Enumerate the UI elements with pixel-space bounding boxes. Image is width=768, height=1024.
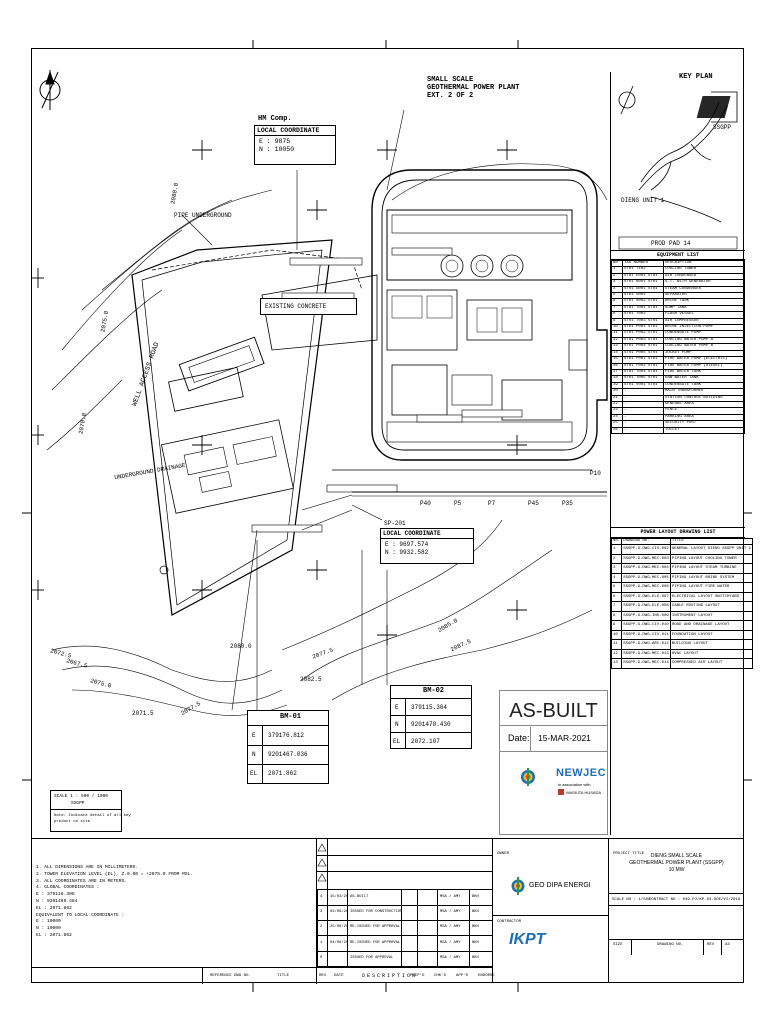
existing-concrete-label: EXISTING CONCRETE <box>260 298 357 315</box>
newjec-logo: NEWJEC <box>556 767 607 779</box>
note-line: 2. TOWER ELEVATION LEVEL (EL), Z.0.00 = … <box>36 871 194 877</box>
note-line: 3. ALL COORDINATES ARE IN METERS. <box>36 878 127 884</box>
note-line: EL : 2071.862 <box>36 932 72 938</box>
note-line: 4. GLOBAL COORDINATES : <box>36 885 100 891</box>
scale-note: SCALE 1 : 500 / 1000 SSGPP Note: Indicat… <box>50 790 131 832</box>
note-line: E : 10000 <box>36 919 61 925</box>
geodipa-logo-icon <box>511 875 525 897</box>
plant-label: SMALL SCALE GEOTHERMAL POWER PLANT EXT. … <box>427 76 520 100</box>
note-line: EQUIVALENT TO LOCAL COORDINATE : <box>36 912 125 918</box>
equipment-row: 21-STATION CONTROL BUILDING <box>611 394 745 402</box>
geodipa-logo-icon <box>520 765 536 789</box>
pipe-underground-label: PIPE UNDERGROUND <box>174 212 232 219</box>
note-line: EL : 2071.862 <box>36 905 72 911</box>
north-arrow-icon <box>39 70 61 110</box>
bm02-box: BM-02 E 379115.304 N 9201470.430 EL 2072… <box>390 685 472 749</box>
hm-label: HM Comp. <box>258 115 292 123</box>
notes-column: 1. ALL DIMENSIONS ARE IN MILLIMETERS.2. … <box>32 839 316 959</box>
key-plan: KEY PLAN SSGPP DIENG UNIT 1 PROD PAD 14 <box>611 72 745 251</box>
partner-logo-icon <box>558 789 564 795</box>
drawing-list: POWER LAYOUT DRAWING LIST No.DRAWING No.… <box>610 527 754 669</box>
assoc-text: in association with <box>558 782 591 787</box>
reference-row: REFERENCE DWG NO. TITLE REV DATE DESCRIP… <box>32 967 495 984</box>
grid-label: P35 <box>562 500 573 507</box>
note-line: 1. ALL DIMENSIONS ARE IN MILLIMETERS. <box>36 865 138 870</box>
as-built-stamp: AS-BUILT Date: 15-MAR-2021 NEWJEC in ass… <box>499 690 608 835</box>
date-value: 15-MAR-2021 <box>538 733 591 743</box>
site-plan: SMALL SCALE GEOTHERMAL POWER PLANT EXT. … <box>32 50 610 835</box>
grid-label: P45 <box>528 500 539 507</box>
note-line: N : 10000 <box>36 926 61 932</box>
owner-name: GEO DIPA ENERGI <box>529 882 591 889</box>
grid-label: P10 <box>590 470 601 477</box>
owner-column: OWNER GEO DIPA ENERGI CONTRACTOR IKPT <box>492 839 609 983</box>
bm01-box: BM-01 E 379176.812 N 9201467.036 EL 2071… <box>247 710 329 784</box>
as-built-title: AS-BUILT <box>500 697 607 726</box>
contour-label: 2071.5 <box>132 710 154 717</box>
note-line: N : 9201469.484 <box>36 898 78 904</box>
revision-row: 225/06/2019RE-ISSUED FOR APPROVAL AND CO… <box>317 920 493 937</box>
title-block: 1. ALL DIMENSIONS ARE IN MILLIMETERS.2. … <box>32 838 744 984</box>
sp-label: SP-201 <box>384 520 406 527</box>
partner-name: WASKITA HUSADA <box>566 790 602 795</box>
contour-label: 2082.5 <box>300 676 322 683</box>
local-coordinate-box: LOCAL COORDINATE E : 9875 N : 10050 <box>254 125 336 165</box>
sp-coordinate-box: LOCAL COORDINATE E : 9697.574 N : 9932.5… <box>380 528 474 564</box>
grid-label: P7 <box>488 500 496 507</box>
contractor-logo: IKPT <box>509 931 546 948</box>
grid-label: P5 <box>454 500 462 507</box>
right-column: KEY PLAN SSGPP DIENG UNIT 1 PROD PAD 14 … <box>610 72 754 835</box>
equipment-row: 26-TOILET <box>611 426 745 435</box>
grid-label: P40 <box>420 500 431 507</box>
date-label: Date: <box>508 733 530 743</box>
revision-row: 104/06/2019RE-ISSUED FOR APPROVAL (FOR R… <box>317 935 493 952</box>
note-line: E : 379116.308 <box>36 892 75 898</box>
project-column: PROJECT TITLE DIENG SMALL SCALE GEOTHERM… <box>608 839 744 983</box>
contour-label: 2080.0 <box>230 643 252 650</box>
sheet-border <box>31 48 744 983</box>
